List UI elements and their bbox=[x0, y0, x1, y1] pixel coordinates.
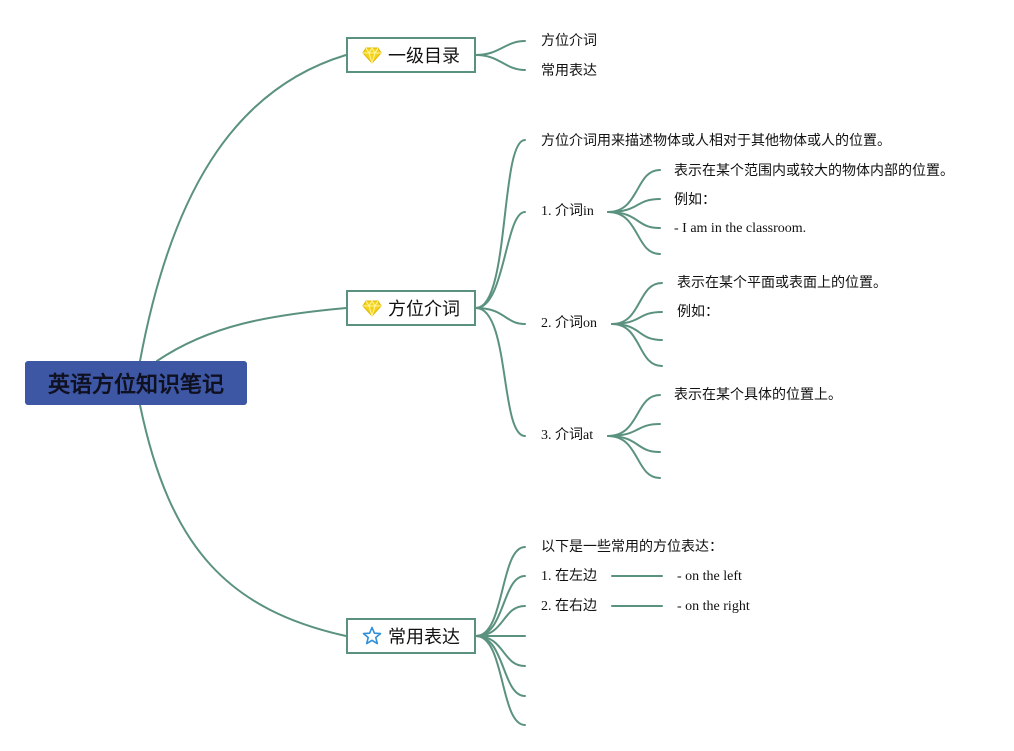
toc-item[interactable]: 方位介词 bbox=[541, 33, 597, 49]
root-topic[interactable]: 英语方位知识笔记 bbox=[25, 361, 247, 405]
in-example-label[interactable]: 例如： bbox=[674, 192, 716, 208]
at-description[interactable]: 表示在某个具体的位置上。 bbox=[674, 387, 842, 403]
in-description[interactable]: 表示在某个范围内或较大的物体内部的位置。 bbox=[674, 163, 954, 179]
expressions-intro[interactable]: 以下是一些常用的方位表达： bbox=[541, 539, 723, 555]
branch-expressions-label: 常用表达 bbox=[388, 627, 460, 648]
diamond-icon bbox=[362, 298, 382, 318]
root-title: 英语方位知识笔记 bbox=[47, 373, 224, 398]
expression-right[interactable]: 2. 在右边 bbox=[541, 599, 597, 614]
topic-in[interactable]: 1. 介词in bbox=[541, 204, 594, 219]
branch-prepositions-label: 方位介词 bbox=[388, 299, 460, 320]
star-icon bbox=[362, 626, 382, 646]
connector-lines bbox=[139, 40, 663, 726]
topic-on[interactable]: 2. 介词on bbox=[541, 316, 597, 331]
in-example[interactable]: - I am in the classroom. bbox=[674, 221, 807, 236]
branch-toc-label: 一级目录 bbox=[388, 46, 460, 67]
toc-item[interactable]: 常用表达 bbox=[541, 63, 597, 79]
branch-toc[interactable]: 一级目录 bbox=[346, 37, 476, 73]
expression-left[interactable]: 1. 在左边 bbox=[541, 569, 597, 584]
expression-right-translation[interactable]: - on the right bbox=[677, 599, 750, 614]
expression-left-translation[interactable]: - on the left bbox=[677, 569, 742, 584]
on-example-label[interactable]: 例如： bbox=[677, 304, 719, 320]
prepositions-intro[interactable]: 方位介词用来描述物体或人相对于其他物体或人的位置。 bbox=[541, 133, 891, 149]
topic-at[interactable]: 3. 介词at bbox=[541, 428, 594, 443]
on-description[interactable]: 表示在某个平面或表面上的位置。 bbox=[677, 275, 887, 291]
diamond-icon bbox=[362, 45, 382, 65]
branch-expressions[interactable]: 常用表达 bbox=[346, 618, 476, 654]
branch-prepositions[interactable]: 方位介词 bbox=[346, 290, 476, 326]
